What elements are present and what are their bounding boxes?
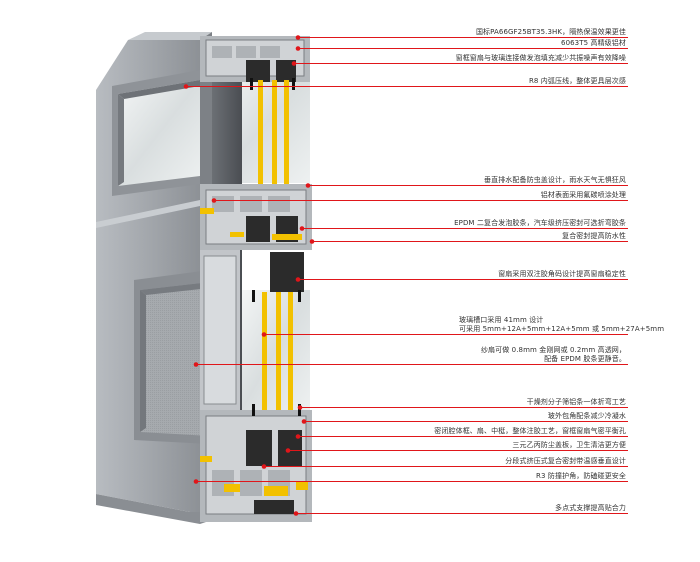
leader-dot bbox=[293, 511, 299, 516]
annotation-label-multiline: 玻璃槽口采用 41mm 设计 可采用 5mm+12A+5mm+12A+5mm 或… bbox=[459, 316, 664, 334]
leader-dot bbox=[193, 479, 199, 484]
leader-line bbox=[298, 48, 628, 49]
annotation-label: 国标PA66GF25BT35.3HK，隔热保温效果更佳 bbox=[475, 28, 626, 36]
leader-lines bbox=[183, 35, 628, 516]
leader-dot bbox=[211, 198, 217, 203]
annotation-label: 分段式挤压式复合密封带温感垂直设计 bbox=[505, 457, 626, 465]
annotation-line: 可采用 5mm+12A+5mm+12A+5mm 或 5mm+27A+5mm bbox=[459, 325, 665, 333]
leader-dot bbox=[309, 239, 315, 244]
leader-dot bbox=[285, 448, 291, 453]
profile-cross-section bbox=[200, 36, 312, 522]
annotation-label: 干燥剂分子筛铝条一体折弯工艺 bbox=[526, 398, 626, 406]
leader-line bbox=[308, 185, 628, 186]
leader-line bbox=[300, 407, 628, 408]
leader-dot bbox=[295, 35, 301, 40]
leader-line bbox=[288, 450, 628, 451]
leader-dot bbox=[295, 277, 301, 282]
leader-dot bbox=[301, 419, 307, 424]
annotation-line: 配备 EPDM 胶条更静音。 bbox=[544, 355, 626, 363]
leader-line bbox=[298, 436, 628, 437]
lower-sash-screen bbox=[134, 270, 210, 444]
annotation-label: 窗框窗扇与玻璃连接做发泡填充减少共振噪声有效降噪 bbox=[455, 54, 626, 62]
annotation-label: 窗扇采用双注胶角码设计提高窗扇稳定性 bbox=[498, 270, 626, 278]
leader-dot bbox=[299, 226, 305, 231]
leader-line bbox=[214, 200, 628, 201]
annotation-label: 多点式支撑提高贴合力 bbox=[555, 504, 626, 512]
annotation-label: 密闭腔体框、扇、中梃，整体注胶工艺，窗框窗扇气密平衡孔 bbox=[434, 427, 626, 435]
leader-dot bbox=[291, 61, 297, 66]
leader-dot bbox=[295, 46, 301, 51]
annotation-label: 三元乙丙防尘盖板，卫生清洁更方便 bbox=[512, 441, 626, 449]
annotation-label: 铝材表面采用氟碳喷涂处理 bbox=[540, 191, 626, 199]
leader-dot bbox=[193, 362, 199, 367]
leader-line bbox=[298, 37, 628, 38]
leader-line bbox=[298, 279, 628, 280]
annotation-line: 纱扇可做 0.8mm 金刚网或 0.2mm 高透网， bbox=[480, 346, 626, 354]
leader-dot bbox=[183, 84, 189, 89]
annotation-label: 玻外包角配条减少冷凝水 bbox=[547, 412, 626, 420]
leader-line bbox=[186, 86, 628, 87]
annotation-line: 玻璃槽口采用 41mm 设计 bbox=[459, 316, 544, 324]
leader-line bbox=[264, 466, 628, 467]
annotation-label: 复合密封提高防水性 bbox=[562, 232, 626, 240]
leader-line bbox=[196, 364, 628, 365]
leader-dot bbox=[305, 183, 311, 188]
annotation-label: 6063T5 高精级铝材 bbox=[561, 39, 626, 47]
leader-dot bbox=[297, 405, 303, 410]
annotation-label-multiline: 纱扇可做 0.8mm 金刚网或 0.2mm 高透网， 配备 EPDM 胶条更静音… bbox=[481, 346, 626, 364]
leader-line bbox=[294, 63, 628, 64]
annotation-label: 垂直排水配备防虫盖设计，雨水天气无惧狂风 bbox=[484, 176, 626, 184]
leader-line bbox=[312, 241, 628, 242]
leader-line bbox=[296, 513, 628, 514]
upper-glass-panel bbox=[112, 70, 200, 196]
annotation-label: EPDM 二复合发泡胶条，汽车级挤压密封可选折弯胶条 bbox=[454, 219, 626, 227]
leader-dot bbox=[261, 464, 267, 469]
annotation-label: R3 防撞护角，防磕碰更安全 bbox=[536, 472, 626, 480]
leader-line bbox=[304, 421, 628, 422]
leader-dot bbox=[261, 332, 267, 337]
leader-line bbox=[196, 481, 628, 482]
leader-line bbox=[302, 228, 628, 229]
leader-dot bbox=[295, 434, 301, 439]
annotation-label: R8 内弧压线，整体更具层次感 bbox=[528, 77, 626, 85]
leader-line bbox=[264, 334, 628, 335]
